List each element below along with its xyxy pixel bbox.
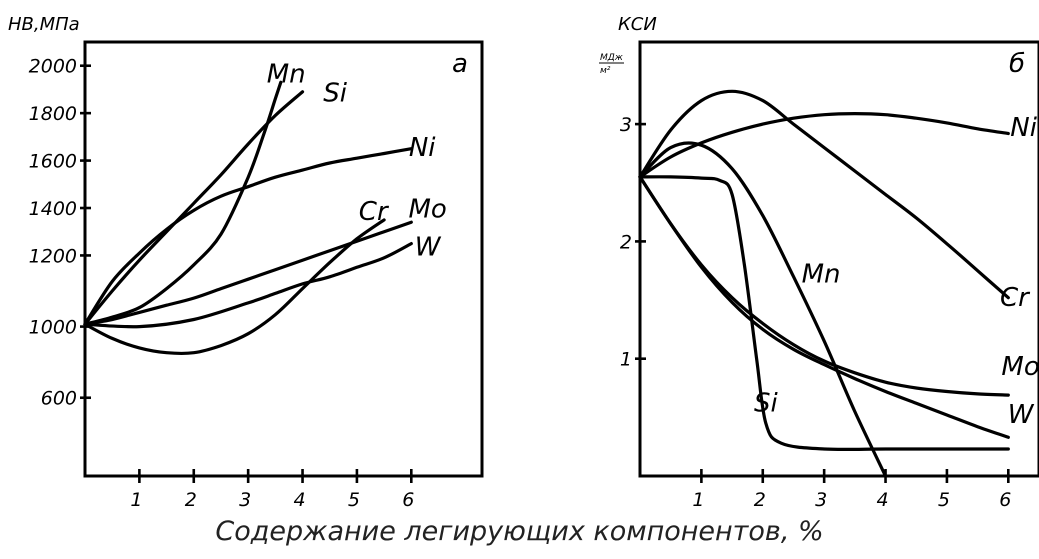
series-mn-line bbox=[638, 141, 888, 478]
series-cr-label: Cr bbox=[359, 197, 390, 227]
y-tick-label: 1 bbox=[620, 349, 632, 371]
series-mn-label: Mn bbox=[267, 59, 306, 89]
y-axis-label: КСИ bbox=[618, 14, 657, 35]
panel-letter: а bbox=[452, 49, 468, 79]
series-mn-label: Mn bbox=[802, 259, 841, 289]
x-tick-label: 2 bbox=[754, 489, 766, 511]
series-cr-line bbox=[83, 218, 386, 356]
x-tick-label: 1 bbox=[692, 489, 704, 511]
y-tick-label: 2 bbox=[620, 231, 632, 253]
plot-frame bbox=[638, 40, 1039, 478]
plot-frame bbox=[83, 40, 484, 478]
x-tick-label: 3 bbox=[239, 489, 251, 511]
y-tick-label: 1800 bbox=[29, 103, 77, 125]
series-ni-line bbox=[638, 112, 1010, 179]
y-tick-label: 1400 bbox=[29, 198, 77, 220]
y-unit-numerator: МДж bbox=[600, 53, 624, 63]
x-tick-label: 5 bbox=[938, 489, 950, 511]
series-cr-label: Cr bbox=[1000, 283, 1031, 313]
series-w-label: W bbox=[415, 232, 442, 262]
y-tick-label: 1000 bbox=[29, 317, 77, 339]
x-tick-label: 3 bbox=[815, 489, 827, 511]
series-cr-line bbox=[638, 89, 1010, 300]
series-mn-line bbox=[83, 80, 283, 326]
series-si-label: Si bbox=[754, 388, 779, 418]
panel-letter: б bbox=[1009, 49, 1025, 79]
series-w-line bbox=[638, 175, 1010, 439]
series-w-line bbox=[83, 242, 413, 329]
x-tick-label: 6 bbox=[402, 489, 414, 511]
series-si-line bbox=[83, 90, 305, 326]
y-unit-denominator: м² bbox=[600, 66, 611, 76]
x-tick-label: 5 bbox=[348, 489, 360, 511]
x-tick-label: 4 bbox=[876, 489, 888, 511]
series-mo-line bbox=[83, 220, 413, 326]
y-tick-label: 600 bbox=[41, 388, 77, 410]
series-ni-line bbox=[83, 147, 413, 326]
series-w-label: W bbox=[1008, 400, 1035, 430]
y-tick-label: 1200 bbox=[29, 245, 77, 267]
series-ni-label: Ni bbox=[1010, 113, 1037, 143]
series-si-line bbox=[638, 175, 1010, 452]
x-tick-label: 2 bbox=[185, 489, 197, 511]
x-tick-label: 1 bbox=[130, 489, 142, 511]
series-mo-label: Mo bbox=[408, 194, 446, 224]
panel-a-hardness-chart: 1 2 3 4 5 6 600 1000 1200 1400 1600 1800 2000 HB,МПа а… bbox=[8, 14, 484, 511]
x-tick-label: 4 bbox=[293, 489, 305, 511]
x-tick-label: 6 bbox=[999, 489, 1011, 511]
series-mo-label: Mo bbox=[1001, 352, 1039, 382]
y-axis-label: HB,МПа bbox=[8, 14, 80, 35]
y-tick-label: 1600 bbox=[29, 151, 77, 173]
figure: 1 2 3 4 5 6 600 1000 1200 1400 1600 1800 2000 HB,МПа а… bbox=[8, 14, 1039, 511]
figure-caption: Содержание легирующих компонентов, % bbox=[215, 516, 824, 547]
series-si-label: Si bbox=[323, 78, 348, 108]
series-ni-label: Ni bbox=[409, 133, 436, 163]
y-tick-label: 3 bbox=[620, 114, 632, 136]
y-tick-label: 2000 bbox=[29, 56, 77, 78]
